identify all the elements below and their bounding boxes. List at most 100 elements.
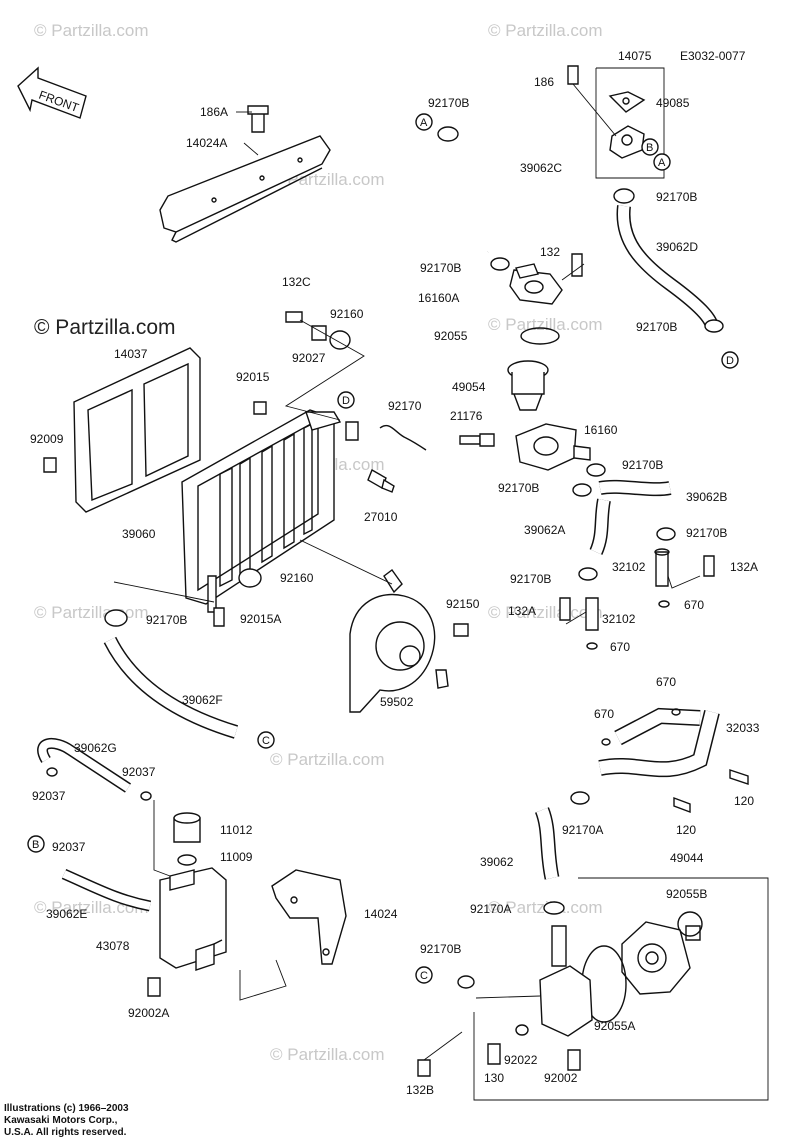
bracket-14024 [271, 869, 347, 965]
hose-39062e [61, 868, 152, 912]
part-label: 670 [656, 675, 676, 689]
marker-b [27, 835, 45, 853]
hose-39062 [534, 807, 560, 880]
reference-markers: A A B B C C D D [27, 113, 739, 984]
part-label: 670 [684, 598, 704, 612]
part-label: 130 [484, 1071, 504, 1085]
clamp-92170b [104, 609, 128, 627]
part-label: 92037 [32, 789, 66, 803]
radiator-shroud-14024a [159, 105, 331, 243]
part-label: 186 [534, 75, 554, 89]
marker-d-label: D [342, 395, 350, 407]
part-label: 39062C [520, 161, 562, 175]
o-ring-92055b [677, 911, 703, 937]
wire-92170 [379, 424, 427, 451]
part-label: 132B [406, 1083, 434, 1097]
fitting-32102-lower [559, 597, 599, 631]
part-label: 16160 [584, 423, 618, 437]
part-label: 92170B [420, 942, 461, 956]
bolt-132b [417, 1059, 431, 1077]
water-pump-group-outline [473, 877, 769, 1101]
clamp-92170a [570, 791, 590, 805]
copyright-line: Kawasaki Motors Corp., [4, 1115, 118, 1126]
clamp-92037 [46, 767, 58, 777]
part-label: 27010 [364, 510, 398, 524]
marker-a [415, 113, 433, 131]
clamp-92170b [586, 463, 606, 477]
watermark: © Partzilla.com [488, 315, 603, 334]
part-label: 14024A [186, 136, 227, 150]
o-ring-670 [601, 738, 611, 746]
part-label: 132C [282, 275, 311, 289]
part-label: 11012 [220, 823, 253, 837]
part-label: 39062D [656, 240, 698, 254]
part-label: 92015A [240, 612, 281, 626]
part-label: 39062G [74, 741, 117, 755]
grommet-92160 [329, 330, 351, 350]
washer-92022 [515, 1024, 529, 1036]
thermostat-housing-16160 [515, 423, 591, 471]
part-label: 39062F [182, 693, 223, 707]
clamp-92170a-lower [543, 901, 565, 915]
marker-c [415, 966, 433, 984]
part-label: 92170B [146, 613, 187, 627]
part-label: 92170B [686, 526, 727, 540]
part-label: 92037 [122, 765, 156, 779]
part-label: 92037 [52, 840, 86, 854]
upper-hose-39062c [437, 126, 510, 271]
part-label: 120 [676, 823, 696, 837]
part-label: 32102 [602, 612, 636, 626]
part-label: 39062B [686, 490, 727, 504]
part-labels: 186A 14024A 92170B 39062C 14075 186 4908… [30, 49, 760, 1097]
part-label: 49054 [452, 380, 486, 394]
part-label: 92160 [280, 571, 314, 585]
part-label: 92170A [562, 823, 603, 837]
watermark-prominent: © Partzilla.com [34, 316, 176, 339]
part-label: 132 [540, 245, 560, 259]
clamp-92037 [140, 791, 152, 801]
marker-c-label: C [262, 735, 270, 747]
part-label: 92002A [128, 1006, 169, 1020]
part-label: 92170A [470, 902, 511, 916]
part-label: 14024 [364, 907, 398, 921]
copyright-line: U.S.A. All rights reserved. [4, 1127, 127, 1138]
part-label: 92170B [498, 481, 539, 495]
part-label: 21176 [450, 409, 483, 423]
water-pipe-32033 [598, 707, 749, 814]
bolt-92002 [567, 1049, 581, 1071]
part-label: 92170B [420, 261, 461, 275]
part-label: 670 [594, 707, 614, 721]
marker-d [721, 351, 739, 369]
hose-39062b [598, 479, 672, 497]
part-label: 11009 [220, 850, 253, 864]
marker-a-label: A [420, 117, 428, 129]
marker-a-label: A [658, 157, 666, 169]
reserve-tank-43078 [159, 867, 227, 971]
fitting-d [345, 421, 359, 441]
clip-92015a [213, 607, 225, 627]
thermostat-49054 [507, 360, 549, 411]
part-label: 92170B [636, 320, 677, 334]
part-label: 49085 [656, 96, 690, 110]
part-label: 132A [730, 560, 758, 574]
part-label: 39062E [46, 907, 87, 921]
part-label: 43078 [96, 939, 130, 953]
part-label: 14075 [618, 49, 652, 63]
connection-lines [113, 263, 701, 1001]
part-label: 49044 [670, 851, 704, 865]
part-label: 39060 [122, 527, 156, 541]
tank-cap-11012 [173, 812, 201, 843]
part-label: 132A [508, 604, 536, 618]
part-label: 186A [200, 105, 228, 119]
radiator-39060 [181, 409, 342, 613]
watermark: © Partzilla.com [270, 1045, 385, 1064]
part-label: 14037 [114, 347, 148, 361]
bolt-92002a [147, 977, 161, 997]
water-pump-49044 [621, 921, 701, 995]
marker-b-label: B [646, 142, 653, 154]
part-label: 39062A [524, 523, 565, 537]
water-pump-cover [457, 925, 593, 1037]
part-label: 92009 [30, 432, 64, 446]
